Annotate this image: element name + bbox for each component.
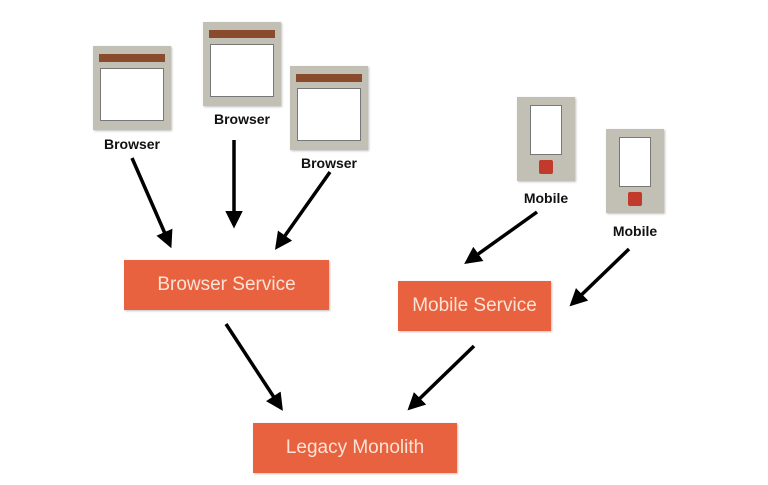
mobile-2-icon	[606, 129, 664, 213]
arrow-mobile-service-to-monolith	[407, 344, 476, 411]
browser-screen	[210, 44, 274, 97]
mobile-service-label: Mobile Service	[412, 295, 537, 316]
mobile-screen	[619, 137, 651, 187]
browser-1-icon	[93, 46, 171, 130]
browser-3-icon	[290, 66, 368, 150]
browser-2-icon	[203, 22, 281, 106]
browser-title-bar	[99, 54, 165, 62]
mobile-home-button	[628, 192, 642, 206]
mobile-1-label: Mobile	[523, 190, 569, 206]
browser-title-bar	[296, 74, 362, 82]
browser-screen	[100, 68, 164, 121]
arrow-mobile-2-to-mobile-service	[569, 247, 631, 307]
browser-service-label: Browser Service	[157, 274, 296, 295]
browser-screen	[297, 88, 361, 141]
mobile-2-label: Mobile	[612, 223, 658, 239]
arrow-browser-service-to-monolith	[224, 323, 283, 411]
arrow-browser-1-to-browser-service	[130, 157, 173, 249]
mobile-screen	[530, 105, 562, 155]
legacy-monolith-box: Legacy Monolith	[253, 423, 457, 473]
browser-service-box: Browser Service	[124, 260, 329, 310]
browser-title-bar	[209, 30, 275, 38]
mobile-1-icon	[517, 97, 575, 181]
legacy-monolith-label: Legacy Monolith	[285, 437, 425, 458]
mobile-service-box: Mobile Service	[398, 281, 551, 331]
arrow-mobile-1-to-mobile-service	[464, 210, 539, 265]
browser-1-label: Browser	[103, 136, 161, 152]
browser-3-label: Browser	[300, 155, 358, 171]
arrow-browser-3-to-browser-service	[274, 170, 332, 250]
mobile-home-button	[539, 160, 553, 174]
browser-2-label: Browser	[213, 111, 271, 127]
